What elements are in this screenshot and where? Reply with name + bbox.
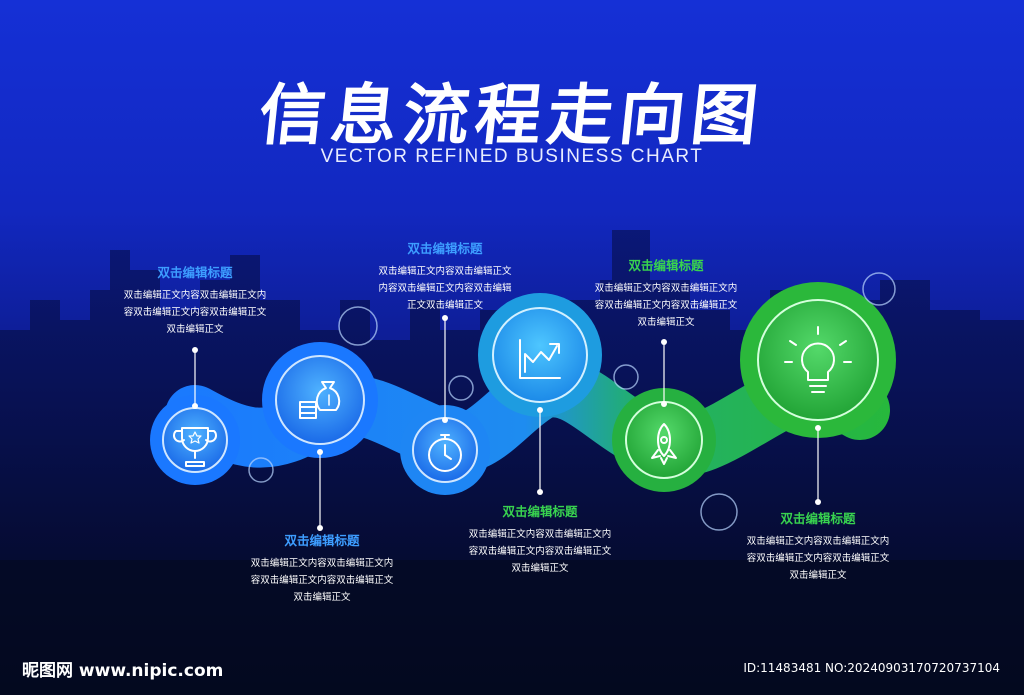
step-4-label: 双击编辑标题 双击编辑正文内容双击编辑正文内 容双击编辑正文内容双击编辑正文 双… xyxy=(450,501,630,577)
step-3-body-line-3: 正文双击编辑正文 xyxy=(406,300,483,311)
step-3-body-line-1: 双击编辑正文内容双击编辑正文 xyxy=(378,266,512,277)
step-5-label: 双击编辑标题 双击编辑正文内容双击编辑正文内 容双击编辑正文内容双击编辑正文 双… xyxy=(576,255,756,331)
step-1-body-line-2: 容双击编辑正文内容双击编辑正文 xyxy=(123,307,267,318)
step-2-label: 双击编辑标题 双击编辑正文内容双击编辑正文内 容双击编辑正文内容双击编辑正文 双… xyxy=(232,530,412,606)
watermark-id: ID:11483481 NO:20240903170720737104 xyxy=(743,661,1000,675)
stopwatch-icon xyxy=(428,434,462,472)
step-3-label: 双击编辑标题 双击编辑正文内容双击编辑正文 内容双击编辑正文内容双击编辑 正文双… xyxy=(355,238,535,314)
connector-dots xyxy=(192,315,821,531)
connector-lines xyxy=(194,318,819,528)
step-3-heading: 双击编辑标题 xyxy=(407,241,483,256)
node-2 xyxy=(275,355,365,445)
step-1-body-line-1: 双击编辑正文内容双击编辑正文内 xyxy=(123,290,267,301)
node-5 xyxy=(625,401,703,479)
money-bag-icon xyxy=(299,381,341,419)
step-6-heading: 双击编辑标题 xyxy=(780,511,856,526)
watermark-site: 昵图网 www.nipic.com xyxy=(22,661,224,681)
step-6-label: 双击编辑标题 双击编辑正文内容双击编辑正文内 容双击编辑正文内容双击编辑正文 双… xyxy=(728,508,908,584)
step-5-heading: 双击编辑标题 xyxy=(628,258,704,273)
step-6-body-line-1: 双击编辑正文内容双击编辑正文内 xyxy=(746,536,890,547)
page-subtitle: VECTOR REFINED BUSINESS CHART xyxy=(320,146,704,167)
step-1-label: 双击编辑标题 双击编辑正文内容双击编辑正文内 容双击编辑正文内容双击编辑正文 双… xyxy=(105,262,285,338)
step-2-heading: 双击编辑标题 xyxy=(284,533,360,548)
trophy-icon xyxy=(173,427,217,467)
lightbulb-icon xyxy=(784,326,852,393)
step-5-body-line-2: 容双击编辑正文内容双击编辑正文 xyxy=(594,300,738,311)
step-6-body-line-3: 双击编辑正文 xyxy=(789,570,847,581)
node-6 xyxy=(757,299,879,421)
rocket-icon xyxy=(651,423,677,465)
decorative-bubbles xyxy=(248,272,896,531)
step-1-heading: 双击编辑标题 xyxy=(157,265,233,280)
step-4-body-line-2: 容双击编辑正文内容双击编辑正文 xyxy=(468,546,612,557)
step-4-body-line-1: 双击编辑正文内容双击编辑正文内 xyxy=(468,529,612,540)
step-2-body-line-1: 双击编辑正文内容双击编辑正文内 xyxy=(250,558,394,569)
step-4-body-line-3: 双击编辑正文 xyxy=(511,563,569,574)
step-5-body-line-1: 双击编辑正文内容双击编辑正文内 xyxy=(594,283,738,294)
step-1-body-line-3: 双击编辑正文 xyxy=(166,324,224,335)
step-3-body-line-2: 内容双击编辑正文内容双击编辑 xyxy=(378,283,512,294)
step-5-body-line-3: 双击编辑正文 xyxy=(637,317,695,328)
step-2-body-line-3: 双击编辑正文 xyxy=(293,592,351,603)
step-4-heading: 双击编辑标题 xyxy=(502,504,578,519)
node-4 xyxy=(492,307,588,403)
step-6-body-line-2: 容双击编辑正文内容双击编辑正文 xyxy=(746,553,890,564)
growth-chart-icon xyxy=(519,339,561,379)
step-2-body-line-2: 容双击编辑正文内容双击编辑正文 xyxy=(250,575,394,586)
